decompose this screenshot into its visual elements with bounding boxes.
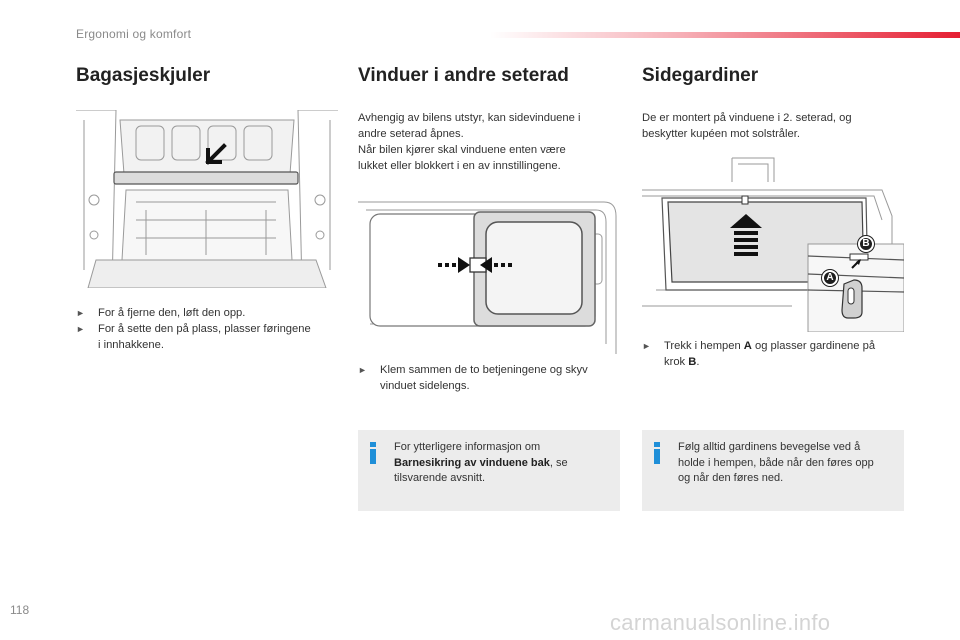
triangle-right-icon: ► xyxy=(642,341,651,351)
info-text: Følg alltid gardinens bevegelse ved å ho… xyxy=(678,441,874,484)
list-item-continuation: i innhakkene. xyxy=(98,339,164,351)
list-item: ► For å fjerne den, løft den opp. xyxy=(76,307,246,319)
column-luggage-cover: Bagasjeskjuler xyxy=(76,64,338,110)
info-icon xyxy=(370,442,376,464)
triangle-right-icon: ► xyxy=(358,365,367,375)
sliding-window-illustration xyxy=(358,194,620,354)
sliding-window-drawing xyxy=(358,201,617,354)
luggage-cover-instructions: ► For å fjerne den, løft den opp. ► For … xyxy=(76,305,338,353)
heading-side-curtains: Sidegardiner xyxy=(642,65,759,86)
triangle-right-icon: ► xyxy=(76,324,85,334)
page-number: 118 xyxy=(10,603,30,617)
heading-luggage-cover: Bagasjeskjuler xyxy=(76,65,211,86)
list-item: ► Trekk i hempen A og plasser gardinene … xyxy=(642,340,876,352)
cross-reference: Barnesikring av vinduene bak xyxy=(394,456,550,469)
cargo-area-drawing xyxy=(76,109,338,289)
curtain-instructions: ► Trekk i hempen A og plasser gardinene … xyxy=(642,338,904,370)
callout-badge-b: B xyxy=(858,236,874,252)
watermark: carmanualsonline.info xyxy=(610,610,831,635)
column-second-row-windows: Vinduer i andre seterad Avhengig av bile… xyxy=(358,64,620,174)
info-icon xyxy=(654,442,660,464)
heading-second-row-windows: Vinduer i andre seterad xyxy=(358,65,569,86)
header-accent-bar xyxy=(490,32,960,38)
curtains-description: De er montert på vinduene i 2. seterad, … xyxy=(642,112,852,140)
list-item-continuation: vinduet sidelengs. xyxy=(380,380,470,392)
list-item: ► For å sette den på plass, plasser føri… xyxy=(76,323,311,335)
window-instructions: ► Klem sammen de to betjeningene og skyv… xyxy=(358,362,620,394)
column-side-curtains: Sidegardiner De er montert på vinduene i… xyxy=(642,64,904,142)
info-text: For ytterligere informasjon om Barnesikr… xyxy=(394,441,568,484)
section-title: Ergonomi og komfort xyxy=(76,27,192,41)
list-item: ► Klem sammen de to betjeningene og skyv xyxy=(358,364,588,376)
side-curtain-drawing xyxy=(642,157,905,333)
triangle-right-icon: ► xyxy=(76,308,85,318)
side-curtain-illustration: B A xyxy=(642,156,905,333)
callout-badge-a: A xyxy=(822,270,838,286)
list-item-continuation: krok B. xyxy=(664,356,700,368)
windows-description: Avhengig av bilens utstyr, kan sidevindu… xyxy=(358,112,581,172)
luggage-cover-illustration xyxy=(76,109,338,289)
info-box-curtain-guidance: Følg alltid gardinens bevegelse ved å ho… xyxy=(642,430,904,511)
info-box-child-lock: For ytterligere informasjon om Barnesikr… xyxy=(358,430,620,511)
